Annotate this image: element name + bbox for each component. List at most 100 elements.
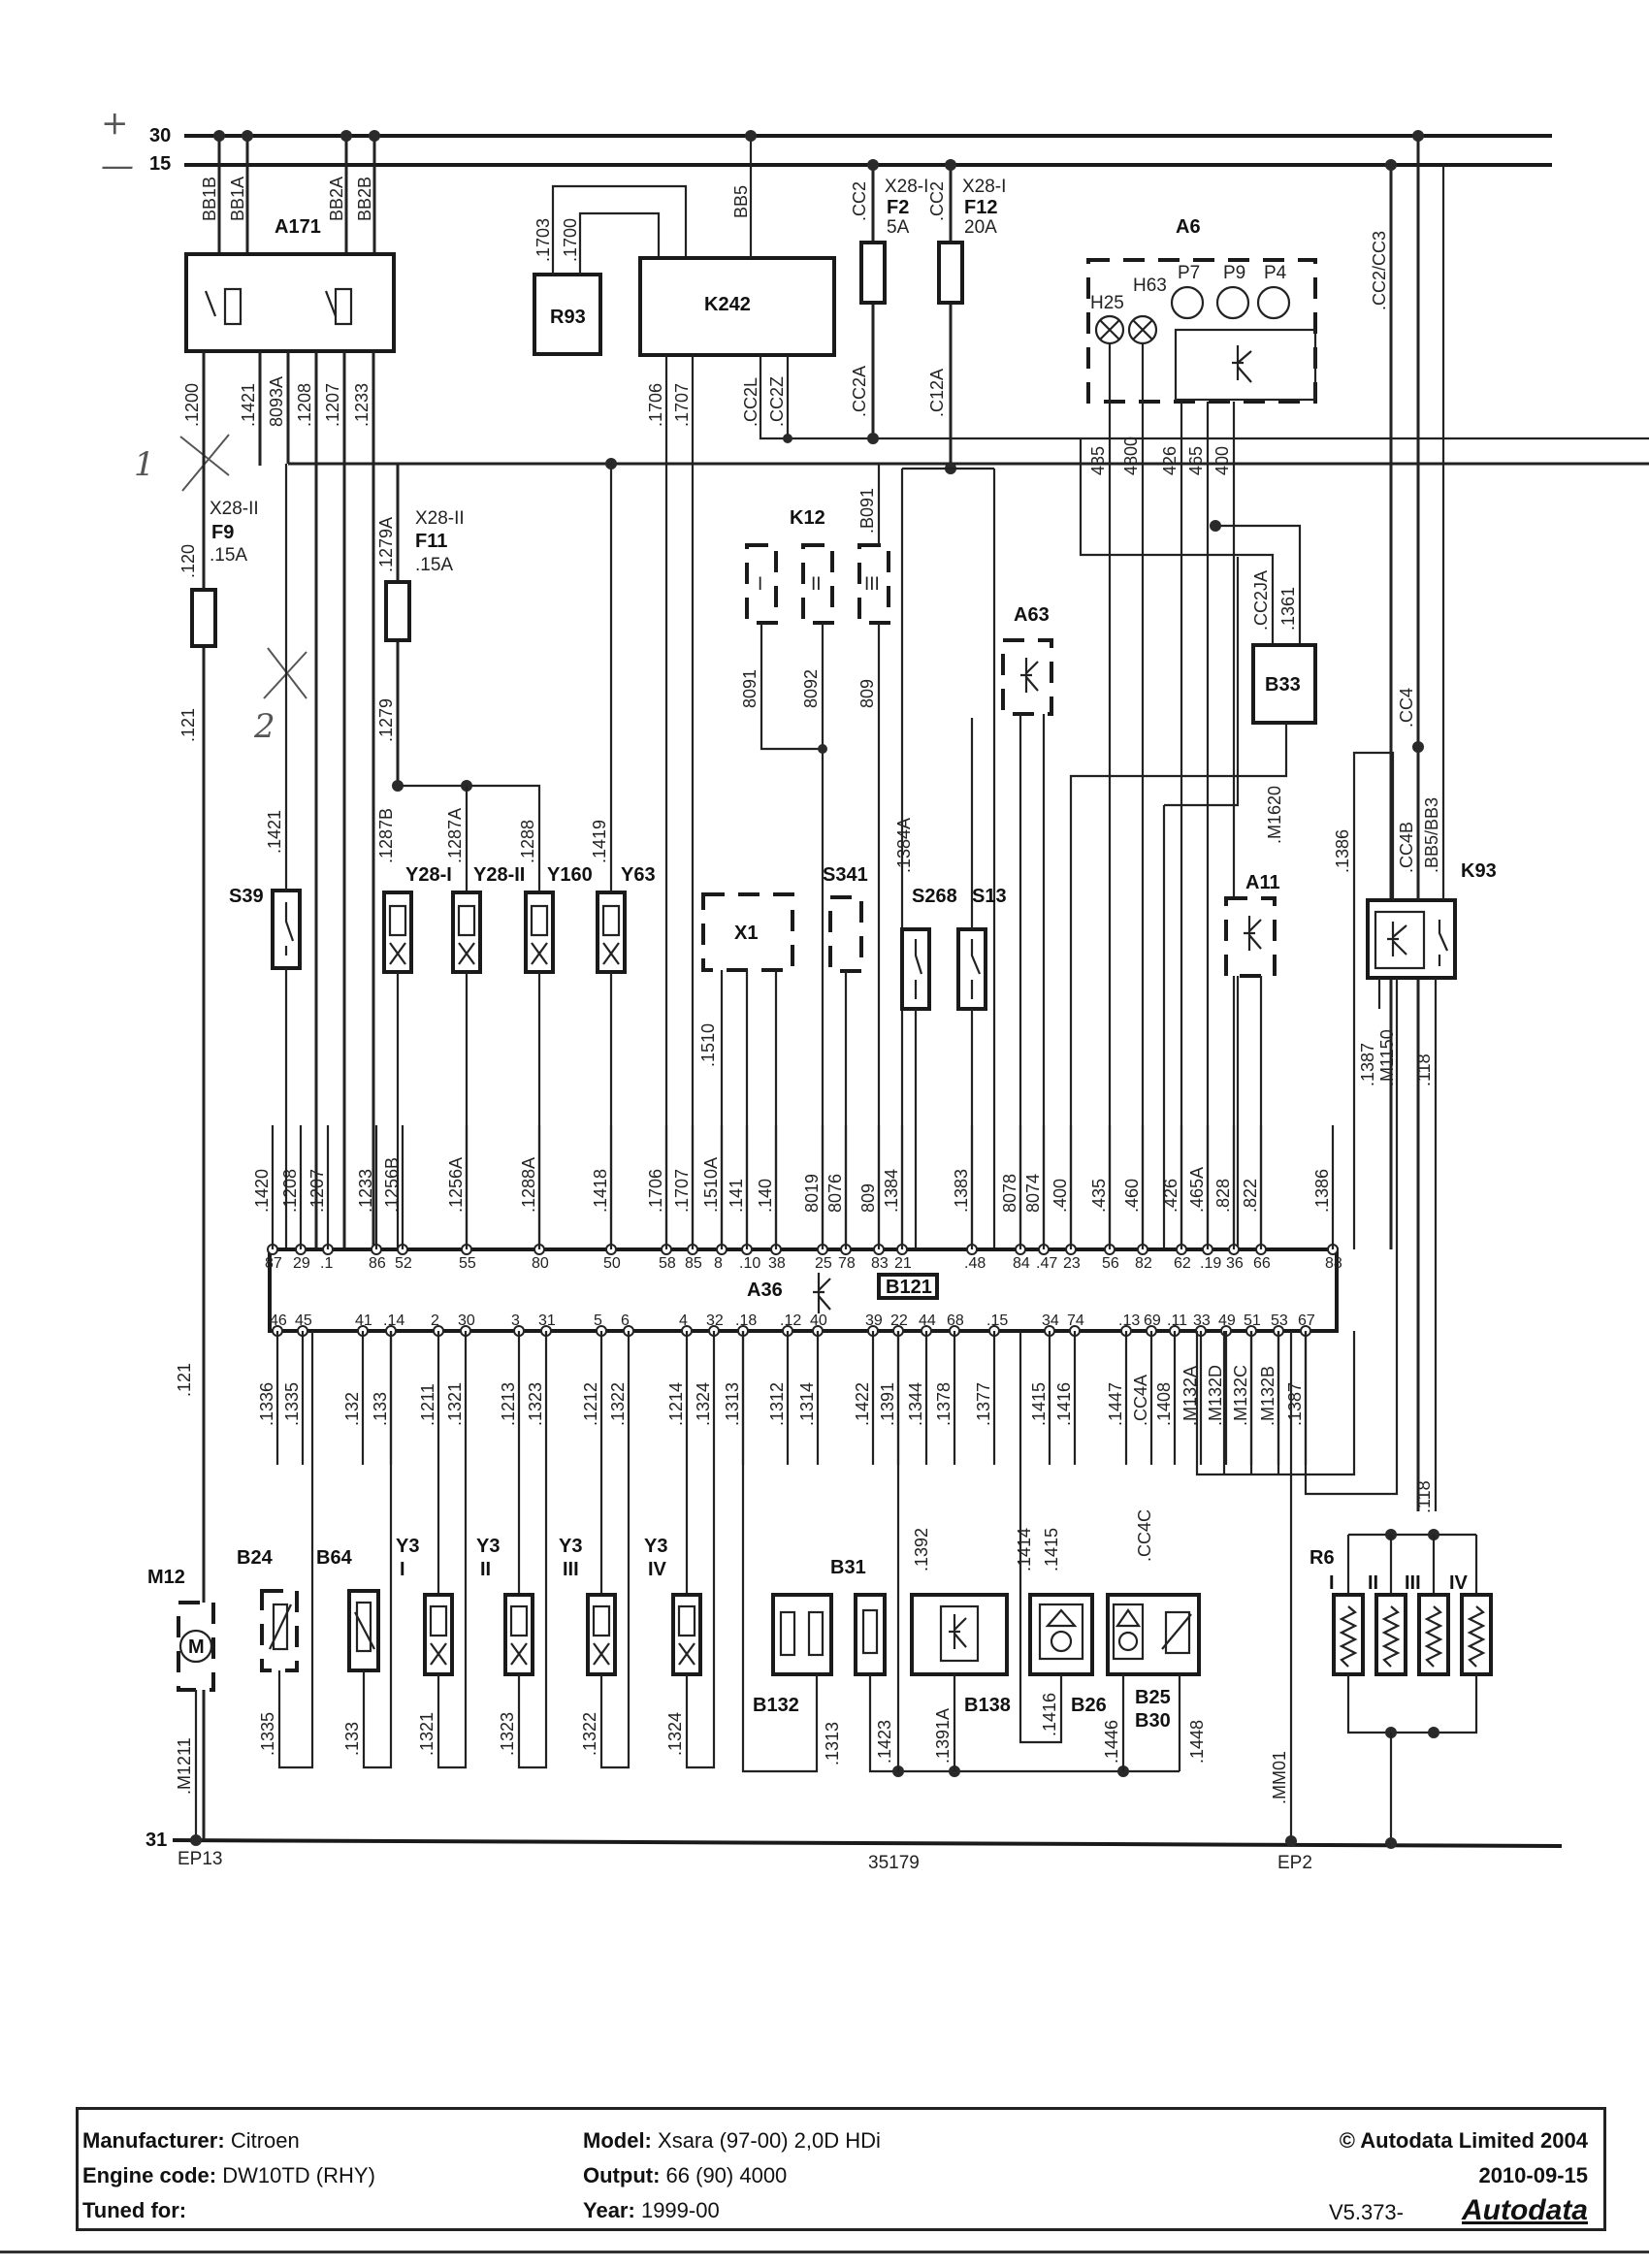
transistor-icon (949, 1614, 967, 1649)
a171-output-wires: .1200 .1421 8093A .1208 .1207 .1233 (182, 351, 1649, 1249)
wire-label: .1387 (1285, 1382, 1305, 1426)
b132-label: B132 (753, 1695, 799, 1716)
ecu-pin-number: 23 (1063, 1255, 1081, 1272)
ecu-pin-number: 36 (1226, 1255, 1244, 1272)
manufacturer-value: Citroen (230, 2128, 300, 2153)
wire-label: .1211 (418, 1383, 437, 1426)
s13-label: S13 (972, 886, 1007, 907)
wire-label: .1279 (376, 698, 396, 742)
r6-iv-label: IV (1449, 1572, 1469, 1594)
ecu-pin-number: 45 (295, 1312, 312, 1329)
transistor-icon (1244, 916, 1262, 951)
wire-label: 435 (1088, 446, 1108, 475)
sensor-b33: B33 .CC2JA .1361 .M1620 (1069, 438, 1317, 1249)
wire-label: .1416 (1054, 1382, 1074, 1426)
wire-label: .1510A (701, 1157, 721, 1213)
k12-label: K12 (790, 507, 825, 529)
ecu-pin-number: 21 (894, 1255, 912, 1272)
sensor-b138: B138 .1391A .1392 (910, 1528, 1011, 1771)
wire-label: .1707 (672, 1169, 692, 1213)
s268-label: S268 (912, 886, 957, 907)
handwritten-plus: + (101, 104, 129, 143)
ecu-pin-number: 67 (1298, 1312, 1315, 1329)
wire-label: .1336 (257, 1382, 276, 1426)
y3-sub-label: III (563, 1559, 579, 1580)
wire-label: BB1B (200, 177, 219, 221)
wire-label: .1384 (882, 1169, 901, 1213)
bus-15-label: 15 (149, 153, 171, 175)
wire-label: .1391 (878, 1382, 897, 1426)
wire-label: .1322 (608, 1382, 628, 1426)
ecu-pin-number: .19 (1200, 1255, 1221, 1272)
x1-label: X1 (734, 923, 758, 944)
wire-label: .1706 (646, 383, 665, 427)
f9-label: F9 (211, 522, 234, 543)
ecu-pin-number: 49 (1218, 1312, 1236, 1329)
component-a11: A11 (1224, 872, 1280, 1249)
ecu-pin-number: .18 (735, 1312, 757, 1329)
bus-30-label: 30 (149, 125, 171, 146)
switch-icon (284, 902, 295, 956)
b31-label: B31 (830, 1557, 866, 1578)
ecu-pin-number: 25 (815, 1255, 832, 1272)
tuned-for-label: Tuned for: (82, 2198, 187, 2222)
switch-icon (914, 939, 923, 999)
relay-k93: K93 .1386 .CC4B .BB5/BB3 .1387 .M1150 .1… (1333, 165, 1497, 1511)
engine-code-value: DW10TD (RHY) (222, 2163, 375, 2187)
wire-label: .CC4C (1135, 1509, 1154, 1562)
y3-label: Y3 (644, 1536, 667, 1557)
wire-label: 8091 (740, 669, 760, 708)
wire-label: .465A (1187, 1167, 1207, 1213)
h63-label: H63 (1133, 275, 1167, 296)
s39-label: S39 (229, 886, 264, 907)
b25-label: B25 (1135, 1687, 1171, 1708)
r93-label: R93 (550, 307, 586, 328)
ecu-pin-number: 58 (659, 1255, 676, 1272)
output-value: 66 (90) 4000 (665, 2163, 788, 2187)
wire-label: .1384A (894, 818, 914, 873)
year-value: 1999-00 (640, 2198, 720, 2222)
wire-label: .CC4 (1397, 688, 1416, 728)
wire-label: .1323 (498, 1712, 517, 1756)
ecu-pin-number: 84 (1013, 1255, 1030, 1272)
wire-label: .1386 (1333, 829, 1352, 873)
wire-label: .1288 (518, 820, 537, 863)
sensor-b25-b30: B25 B30 .1446 .1448 .CC4C (1102, 1509, 1207, 1771)
wire-label: .1200 (182, 383, 202, 427)
wire-label: 8078 (1000, 1174, 1019, 1213)
connector-x1: X1 .1510 (698, 892, 794, 1249)
f12-connector: X28-I (962, 177, 1006, 197)
sensor-b31: B31 .1423 (830, 1331, 1180, 1777)
wire-label: .CC2L (741, 377, 760, 427)
wire-label: .CC2/CC3 (1370, 231, 1389, 310)
engine-code-label: Engine code: (82, 2163, 217, 2187)
wire-label: 465 (1186, 446, 1206, 475)
y28-i-label: Y28-I (405, 864, 452, 886)
wire-label: .1213 (499, 1382, 518, 1426)
wire-label: .1233 (352, 383, 372, 427)
fuse-f11: X28-II F11 .15A .1279A .1279 (376, 464, 465, 786)
wire-label: .1208 (280, 1169, 300, 1213)
sensor-b64: B64 .133 (316, 1331, 393, 1769)
wire-label: .1324 (665, 1712, 685, 1756)
wire-label: .133 (342, 1722, 362, 1756)
f9-connector: X28-II (210, 499, 259, 519)
wire-label: .1288A (519, 1157, 538, 1213)
ecu-pin-number: 22 (890, 1312, 908, 1329)
wire-label: BB5 (731, 185, 751, 218)
ecu-pin-number: 51 (1244, 1312, 1261, 1329)
ecu-pin-number: 56 (1102, 1255, 1119, 1272)
wire-label: .M132D (1206, 1365, 1225, 1426)
b24-label: B24 (237, 1547, 274, 1569)
wire-label: 4800 (1121, 437, 1141, 475)
wire-label: .1323 (526, 1382, 545, 1426)
y3-sub-label: I (400, 1559, 405, 1580)
ecu-pin-number: 86 (369, 1255, 386, 1272)
relay-a171: A171 BB1B BB1A BB2A BB2B (184, 130, 396, 353)
switch-s341: S341 (823, 864, 868, 1249)
wire-label: .1703 (534, 218, 553, 262)
r6-i-label: I (1329, 1572, 1335, 1594)
y3-sub-label: II (480, 1559, 491, 1580)
